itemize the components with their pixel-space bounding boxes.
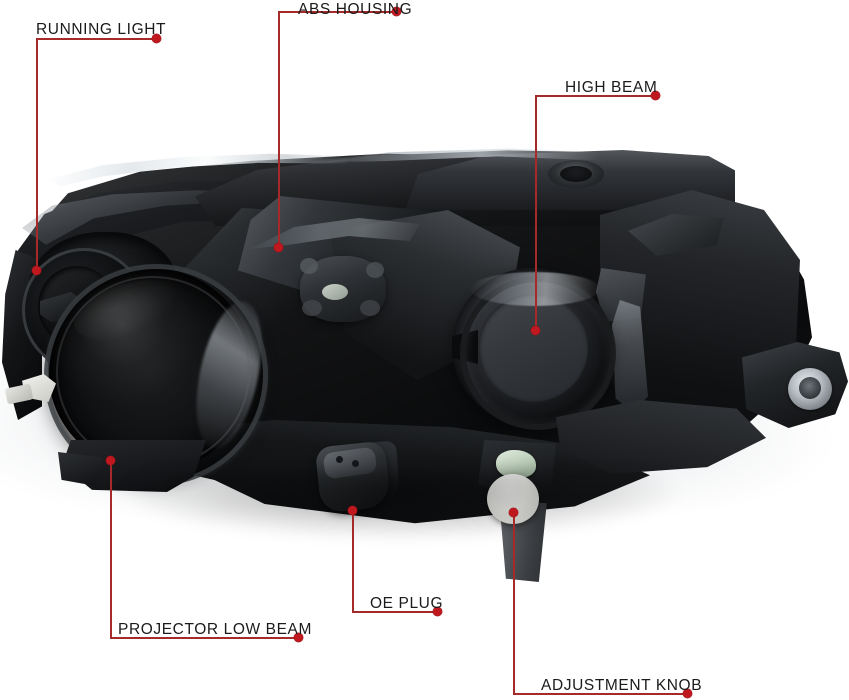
callout-dot-abs-housing [274, 243, 283, 252]
callout-text-dot-high-beam [651, 91, 660, 100]
callout-text-dot-abs-housing [392, 7, 401, 16]
leader-line-h-high-beam [535, 95, 655, 97]
leader-line-h-oe-plug [352, 611, 437, 613]
leader-line-v-high-beam [535, 95, 537, 330]
callout-label-abs-housing: ABS HOUSING [298, 1, 413, 18]
callout-dot-running-light [32, 266, 41, 275]
callout-text-dot-oe-plug [433, 607, 442, 616]
callout-dot-high-beam [531, 326, 540, 335]
callout-dot-adjustment-knob [509, 508, 518, 517]
callout-dot-oe-plug [348, 506, 357, 515]
leader-line-h-adjustment-knob [513, 693, 687, 695]
callout-dot-projector-low-beam [106, 456, 115, 465]
leader-line-v-running-light [36, 38, 38, 270]
callout-label-high-beam: HIGH BEAM [565, 79, 658, 96]
callout-label-running-light: RUNNING LIGHT [36, 21, 167, 38]
callout-text-dot-running-light [152, 34, 161, 43]
leader-line-v-projector-low-beam [110, 460, 112, 637]
callout-label-projector-low-beam: PROJECTOR LOW BEAM [118, 621, 312, 638]
leader-line-v-adjustment-knob [513, 512, 515, 693]
callout-text-dot-adjustment-knob [683, 689, 692, 698]
leader-line-v-oe-plug [352, 510, 354, 611]
callout-label-oe-plug: OE PLUG [370, 595, 444, 612]
callout-text-dot-projector-low-beam [294, 633, 303, 642]
leader-line-h-abs-housing [278, 11, 396, 13]
callout-label-adjustment-knob: ADJUSTMENT KNOB [541, 677, 703, 694]
leader-line-h-projector-low-beam [110, 637, 298, 639]
leader-line-h-running-light [36, 38, 156, 40]
leader-line-v-abs-housing [278, 11, 280, 247]
